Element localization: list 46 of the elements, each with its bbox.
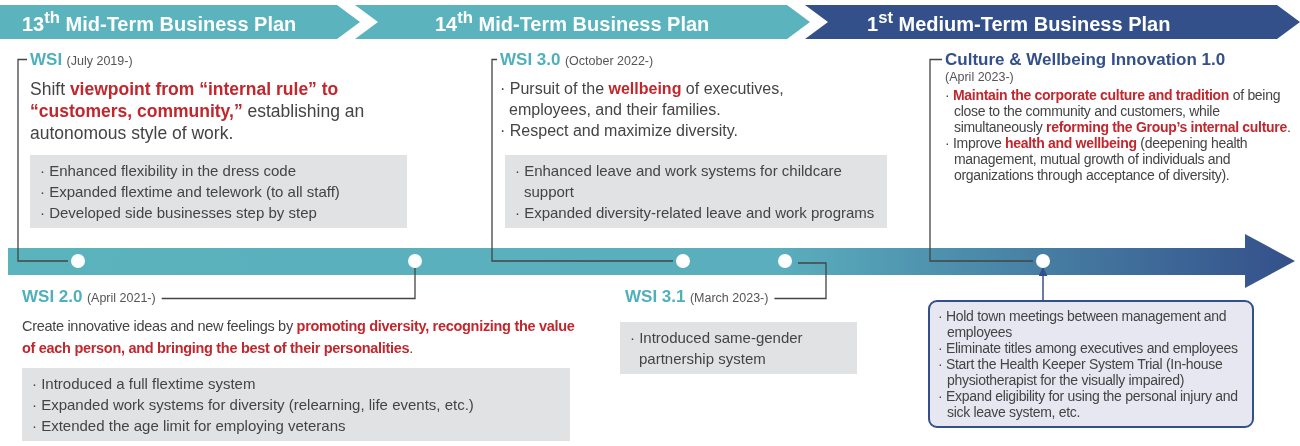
leader-line	[773, 262, 827, 300]
heading: WSI 3.0	[500, 50, 561, 69]
heading: WSI	[30, 50, 63, 69]
banner-title: 13$^{th}$ Mid-Term Business Plan	[22, 8, 297, 36]
bullet-text: · Maintain the corporate culture and tradition of being close to the community and customers, while simultaneously reforming the Group’s internal culture.	[945, 87, 1292, 135]
bullet-text: · Start the Health Keeper System Trial (In-house physiotherapist for the visually impaired)	[938, 356, 1224, 388]
bullet-text: · Expanded flextime and telework (to all staff)	[40, 182, 341, 202]
note-panel	[620, 322, 857, 374]
description-text: Create innovative ideas and new feelings by promoting diversity, recognizing the value of each person, and bringing the best of their personalities.	[22, 317, 576, 358]
bullet-text: · Pursuit of the wellbeing of executives, employees, and their families.	[500, 79, 785, 120]
bullet-text: · Introduced same-gender partnership system	[630, 328, 804, 369]
callout-pointer	[1038, 267, 1048, 301]
banner-title: 14$^{th}$ Mid-Term Business Plan	[435, 8, 710, 36]
banner-title: 1$^{st}$ Medium-Term Business Plan	[867, 8, 1171, 36]
date-text: (April 2021-)	[86, 291, 156, 305]
plan-banner	[355, 5, 810, 39]
note-panel	[22, 368, 570, 441]
bullet-text: · Eliminate titles among executives and employees	[938, 340, 1239, 356]
bullet-text: · Developed side businesses step by step	[40, 203, 318, 223]
plan-banner	[805, 5, 1300, 39]
note-panel	[505, 155, 887, 228]
bullet-text: · Enhanced leave and work systems for childcare support	[515, 161, 843, 202]
date-text: (October 2022-)	[564, 54, 654, 68]
bullet-text: · Expand eligibility for using the personal injury and sick leave system, etc.	[938, 388, 1239, 420]
note-panel	[30, 155, 407, 228]
bullet-text: · Respect and maximize diversity.	[500, 121, 739, 141]
leader-line	[17, 58, 69, 262]
leader-line	[491, 58, 674, 262]
date-text: (April 2023-)	[945, 70, 1015, 84]
bullet-text: · Expanded diversity-related leave and work programs	[515, 203, 876, 223]
bullet-text: · Enhanced flexibility in the dress code	[40, 161, 297, 181]
date-text: (March 2023-)	[689, 291, 769, 305]
bullet-text: · Improve health and wellbeing (deepening health management, mutual growth of individuals and organizations through acceptance of diversity).	[945, 135, 1249, 183]
callout-box	[928, 300, 1254, 428]
bullet-text: · Hold town meetings between management and employees	[938, 308, 1228, 340]
bullet-text: · Extended the age limit for employing veterans	[32, 416, 347, 436]
bullet-text: · Expanded work systems for diversity (relearning, life events, etc.)	[32, 395, 475, 415]
leader-line	[929, 58, 1034, 262]
plan-banner	[0, 5, 360, 39]
leader-line	[161, 267, 416, 300]
bullet-text: · Introduced a full flextime system	[32, 374, 257, 394]
heading: WSI 3.1	[625, 287, 686, 306]
date-text: (July 2019-)	[66, 54, 133, 68]
description-text: Shift viewpoint from “internal rule” to “customers, community,” establishing an autonomous style of work.	[30, 78, 366, 144]
heading: Culture & Wellbeing Innovation 1.0	[945, 50, 1226, 69]
heading: WSI 2.0	[22, 287, 83, 306]
